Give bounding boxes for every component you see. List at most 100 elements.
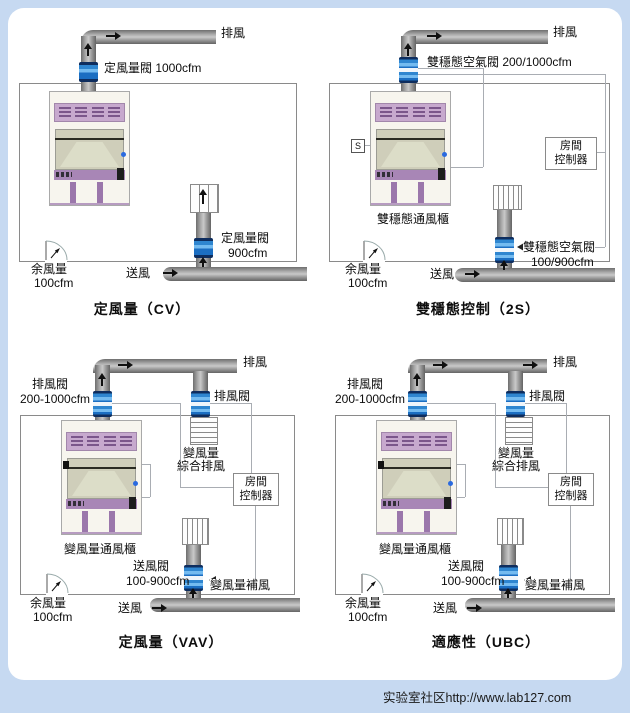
right-arrow-icon bbox=[433, 361, 448, 369]
door-icon bbox=[363, 240, 386, 262]
residual-air-cfm: 100cfm bbox=[34, 276, 74, 290]
indicator-dot bbox=[133, 481, 138, 486]
quadrant-title: 雙穩態控制（2S） bbox=[415, 301, 541, 317]
exhaust-duct-horizontal bbox=[401, 30, 548, 44]
wire bbox=[210, 403, 251, 404]
hood-base bbox=[50, 203, 129, 205]
exhaust-duct-horizontal bbox=[81, 30, 216, 44]
wire bbox=[251, 403, 252, 473]
supply-duct-horizontal bbox=[150, 598, 300, 612]
wire bbox=[605, 74, 606, 247]
residual-air-cfm: 100cfm bbox=[33, 610, 73, 624]
hood-control-panel bbox=[54, 168, 125, 180]
room-controller: 房間 控制器 bbox=[545, 137, 597, 170]
controller-line2: 控制器 bbox=[554, 154, 588, 167]
vav-valve-exhaust bbox=[93, 391, 112, 417]
room-controller: 房間 控制器 bbox=[548, 473, 594, 506]
supply-diffuser bbox=[182, 518, 209, 545]
room-outline bbox=[329, 83, 610, 262]
hood-leg bbox=[109, 511, 115, 533]
grille-label-line1: 變風量 bbox=[497, 446, 534, 460]
supply-valve-label: 送風閥 bbox=[133, 559, 170, 573]
supply-valve-cfm: 100-900cfm bbox=[441, 574, 505, 588]
exhaust-duct-horizontal bbox=[93, 359, 237, 373]
up-arrow-icon bbox=[199, 189, 207, 204]
room-outline bbox=[20, 415, 295, 595]
controller-line1: 房間 bbox=[560, 476, 582, 488]
hood-leg bbox=[424, 511, 430, 533]
hood-monitor bbox=[444, 497, 451, 509]
hood-label: 雙穩態通風櫃 bbox=[377, 212, 450, 226]
cv-valve-exhaust bbox=[79, 62, 98, 82]
wire bbox=[180, 487, 233, 488]
exhaust-label: 排風 bbox=[221, 26, 246, 40]
up-arrow-icon bbox=[413, 373, 421, 386]
indicator-dot bbox=[442, 152, 447, 157]
two-state-valve-exhaust bbox=[399, 57, 418, 83]
exhaust-valve-cfm: 200-1000cfm bbox=[335, 392, 406, 406]
hood-monitor bbox=[117, 168, 124, 180]
supply-label: 送風 bbox=[430, 267, 455, 281]
hood-leg bbox=[70, 182, 76, 204]
quadrant-2s: 雙穩態空氣閥 200/1000cfm 排風 S 雙穩態通風櫃 房間 控制器 雙穩… bbox=[315, 0, 630, 330]
supply-label: 送風 bbox=[126, 266, 151, 280]
wire bbox=[455, 497, 465, 498]
residual-air-cfm: 100cfm bbox=[348, 610, 388, 624]
wire bbox=[483, 68, 484, 167]
right-arrow-icon bbox=[163, 269, 178, 277]
vav-valve-supply bbox=[499, 565, 518, 591]
room-controller: 房間 控制器 bbox=[233, 473, 279, 506]
hood-vent-slats bbox=[375, 103, 446, 122]
exhaust-duct-horizontal bbox=[408, 359, 547, 373]
hood-control-panel bbox=[375, 168, 446, 180]
supply-duct-horizontal bbox=[163, 267, 307, 281]
grille-label-line2: 綜合排風 bbox=[491, 459, 540, 473]
residual-air-label: 余風量 bbox=[345, 596, 382, 610]
wire bbox=[595, 152, 605, 153]
exhaust-label: 排風 bbox=[243, 355, 268, 369]
vav-valve-branch bbox=[506, 391, 525, 417]
controller-line2: 控制器 bbox=[554, 490, 588, 503]
exhaust-valve-label: 定風量閥 1000cfm bbox=[104, 61, 202, 75]
wire bbox=[364, 145, 371, 146]
cv-valve-supply bbox=[194, 238, 213, 258]
supply-diffuser bbox=[190, 184, 219, 213]
residual-air-label: 余風量 bbox=[345, 262, 382, 276]
watermark: 实验室社区http://www.lab127.com bbox=[383, 691, 572, 705]
fume-hood bbox=[376, 420, 457, 535]
exhaust-label: 排風 bbox=[553, 355, 578, 369]
general-exhaust-grille bbox=[190, 417, 218, 445]
sash-sensor bbox=[63, 461, 69, 469]
up-arrow-icon bbox=[98, 373, 106, 386]
grille-label-line2: 綜合排風 bbox=[176, 459, 225, 473]
exhaust-label: 排風 bbox=[553, 25, 578, 39]
quadrant-ubc: 排風閥 200-1000cfm 排風 排風閥 變風量 綜合排風 變風量通風櫃 房… bbox=[315, 330, 630, 680]
hood-sash-window bbox=[55, 129, 126, 170]
room-outline bbox=[335, 415, 610, 595]
exhaust-valve-cfm: 200-1000cfm bbox=[20, 392, 91, 406]
up-arrow-icon bbox=[404, 43, 412, 56]
up-arrow-icon bbox=[189, 588, 197, 598]
branch-valve-label: 排風閥 bbox=[214, 389, 251, 403]
hood-sash-window bbox=[67, 458, 138, 499]
up-arrow-icon bbox=[504, 588, 512, 598]
controller-line1: 房間 bbox=[245, 476, 267, 488]
controller-line1: 房間 bbox=[560, 140, 582, 152]
supply-valve-cfm: 100/900cfm bbox=[531, 255, 594, 269]
quadrant-title: 適應性（UBC） bbox=[431, 634, 541, 650]
quadrant-title: 定風量（VAV） bbox=[118, 634, 224, 650]
grille-label-line1: 變風量 bbox=[182, 446, 219, 460]
makeup-air-label: 變風量補風 bbox=[525, 578, 586, 593]
wire bbox=[418, 68, 483, 69]
wire bbox=[427, 403, 495, 404]
wire bbox=[495, 403, 496, 487]
hood-vent-slats bbox=[66, 432, 137, 451]
hood-base bbox=[371, 203, 450, 205]
wire-arrow-icon bbox=[513, 243, 524, 251]
wire bbox=[445, 167, 483, 168]
hood-leg bbox=[418, 182, 424, 204]
indicator-dot bbox=[448, 481, 453, 486]
supply-valve-cfm: 900cfm bbox=[228, 246, 268, 260]
branch-valve-label: 排風閥 bbox=[529, 389, 566, 403]
